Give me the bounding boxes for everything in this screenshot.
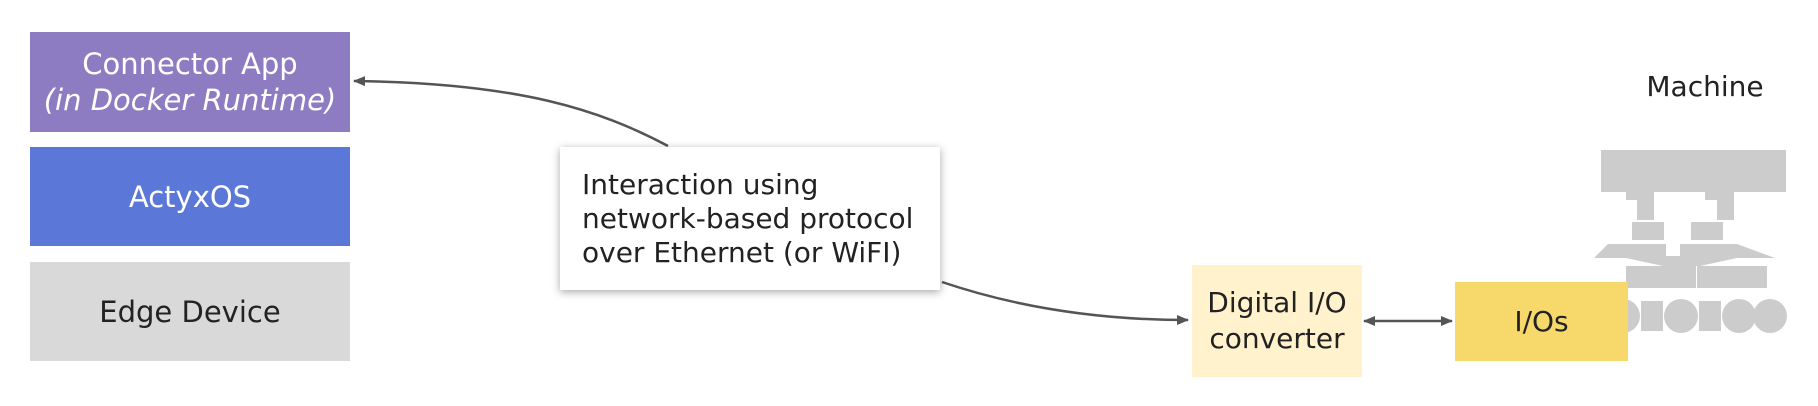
ios-label: I/Os bbox=[1514, 305, 1569, 338]
digital-io-converter-box: Digital I/O converter bbox=[1192, 265, 1362, 377]
actyxos-label: ActyxOS bbox=[128, 179, 252, 214]
machine-icon bbox=[1594, 150, 1787, 333]
arrow-to-connector bbox=[353, 76, 669, 148]
actyxos-box: ActyxOS bbox=[30, 147, 350, 246]
note-line: network-based protocol bbox=[582, 201, 914, 235]
connector-app-title: Connector App bbox=[82, 47, 298, 81]
edge-device-label: Edge Device bbox=[99, 294, 281, 329]
note-line: over Ethernet (or WiFI) bbox=[582, 235, 902, 269]
edge-device-box: Edge Device bbox=[30, 262, 350, 361]
converter-line: converter bbox=[1209, 322, 1345, 355]
note-line: Interaction using bbox=[582, 167, 819, 201]
interaction-note: Interaction using network-based protocol… bbox=[560, 147, 940, 290]
connector-app-box: Connector App (in Docker Runtime) bbox=[30, 32, 350, 132]
converter-line: Digital I/O bbox=[1207, 286, 1347, 319]
machine-label: Machine bbox=[1646, 70, 1764, 103]
ios-box: I/Os bbox=[1455, 282, 1628, 361]
arrow-to-converter bbox=[941, 280, 1189, 325]
connector-app-subtitle: (in Docker Runtime) bbox=[43, 83, 337, 117]
